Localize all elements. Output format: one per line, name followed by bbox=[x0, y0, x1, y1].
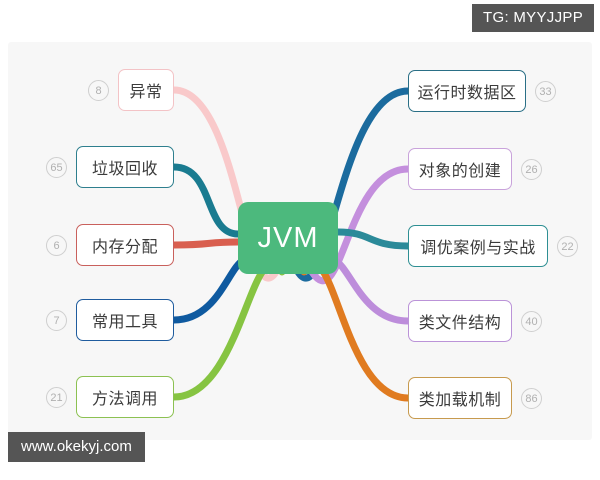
count-badge-right-2: 22 bbox=[557, 236, 578, 257]
count-badge-right-4: 86 bbox=[521, 388, 542, 409]
connector-wire bbox=[170, 238, 242, 249]
tg-watermark-badge: TG: MYYJJPP bbox=[472, 4, 594, 32]
connector-wire bbox=[294, 87, 412, 282]
node-left-4[interactable]: 方法调用 bbox=[76, 376, 174, 418]
mindmap-canvas: 异常 8 垃圾回收 65 内存分配 6 常用工具 7 方法调用 21 运行时数据区 33 对象的创建 26… bbox=[8, 42, 592, 440]
connector-wire bbox=[170, 163, 242, 238]
count-badge-left-2: 6 bbox=[46, 235, 67, 256]
connector-wire bbox=[308, 165, 412, 285]
node-right-4[interactable]: 类加载机制 bbox=[408, 377, 512, 419]
node-right-0[interactable]: 运行时数据区 bbox=[408, 70, 526, 112]
connector-wire bbox=[334, 228, 412, 250]
count-badge-right-0: 33 bbox=[535, 81, 556, 102]
node-center-jvm[interactable]: JVM bbox=[238, 202, 338, 274]
node-left-0[interactable]: 异常 bbox=[118, 69, 174, 111]
node-right-1[interactable]: 对象的创建 bbox=[408, 148, 512, 190]
connector-wire bbox=[170, 86, 280, 282]
count-badge-left-4: 21 bbox=[46, 387, 67, 408]
count-badge-left-1: 65 bbox=[46, 157, 67, 178]
node-right-3[interactable]: 类文件结构 bbox=[408, 300, 512, 342]
site-watermark: www.okekyj.com bbox=[8, 432, 145, 462]
count-badge-left-0: 8 bbox=[88, 80, 109, 101]
node-left-2[interactable]: 内存分配 bbox=[76, 224, 174, 266]
count-badge-right-3: 40 bbox=[521, 311, 542, 332]
node-left-1[interactable]: 垃圾回收 bbox=[76, 146, 174, 188]
count-badge-right-1: 26 bbox=[521, 159, 542, 180]
node-left-3[interactable]: 常用工具 bbox=[76, 299, 174, 341]
node-right-2[interactable]: 调优案例与实战 bbox=[408, 225, 548, 267]
count-badge-left-3: 7 bbox=[46, 310, 67, 331]
